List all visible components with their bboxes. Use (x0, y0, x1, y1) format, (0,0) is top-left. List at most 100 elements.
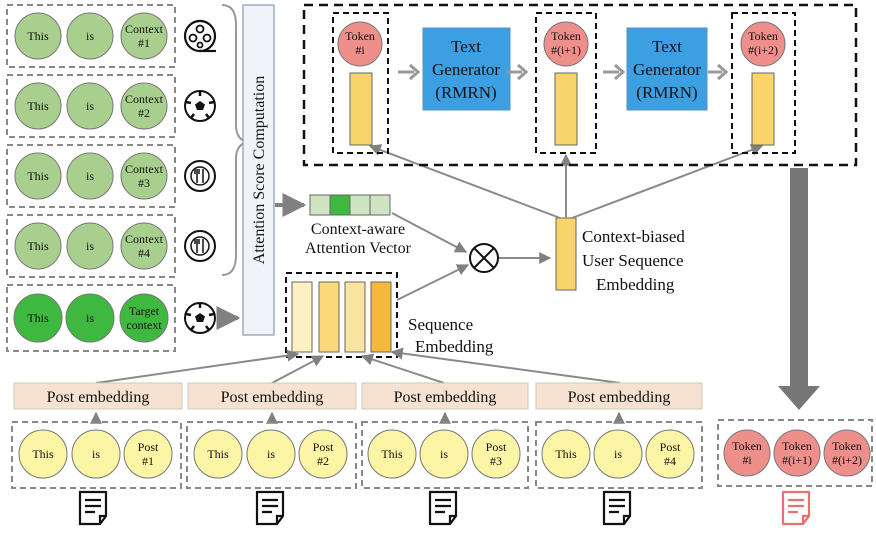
vector-to-operator-arrow (391, 212, 468, 253)
context-word-node (14, 222, 62, 270)
token-label-line1: Token (748, 29, 778, 43)
plate-cutlery-icon (184, 230, 216, 262)
target-word-node (13, 293, 63, 343)
plate-cutlery-icon (184, 160, 216, 192)
generated-document-icon (781, 490, 811, 526)
sequence-embedding-label-line1: Sequence (408, 315, 473, 334)
context-row-1: This is Context #1 (6, 4, 176, 68)
context-label-line2: #4 (138, 246, 150, 260)
context-word-1: This (27, 29, 49, 43)
post-node (471, 429, 521, 479)
output-arrow-shaft (790, 168, 808, 386)
post-embedding-box (535, 382, 703, 410)
output-token-node (823, 429, 871, 477)
sequence-embedding-column (370, 281, 392, 353)
sequence-embedding-column (318, 281, 340, 353)
soccer-ball-icon (184, 90, 216, 122)
post-word-node (193, 429, 243, 479)
soccer-ball-icon (184, 302, 216, 334)
token-slot-frame (731, 12, 796, 154)
post-node (645, 429, 695, 479)
context-biased-label-line1: Context-biased (582, 227, 685, 246)
context-word-node (66, 82, 114, 130)
document-icon (255, 490, 285, 526)
text-generator-block (626, 27, 708, 111)
target-context-row: This is Target context (6, 284, 176, 352)
context-word-node (66, 12, 114, 60)
target-word-node (65, 293, 115, 343)
context-label-line1: Context (125, 162, 164, 176)
post-label-line2: #1 (142, 454, 154, 468)
output-token-line2: #i (742, 453, 752, 467)
context-word-node (14, 152, 62, 200)
post-row-frame (186, 421, 357, 489)
post-word-1: This (381, 447, 403, 461)
context-word-2: is (86, 239, 94, 253)
generator-to-token-arrow (506, 63, 529, 81)
post-label-line1: Post (313, 440, 334, 454)
token-label-line2: #(i+1) (551, 43, 581, 57)
post-3-to-sequence-arrow (360, 353, 445, 384)
document-icon (78, 490, 108, 526)
context-word-1: This (27, 169, 49, 183)
context-label-line2: #1 (138, 36, 150, 50)
post-word-node (419, 429, 469, 479)
target-word-1: This (27, 311, 49, 325)
context-word-1: This (27, 99, 49, 113)
context-node (120, 12, 168, 60)
context-word-2: is (86, 169, 94, 183)
context-biased-embedding (555, 217, 577, 291)
context-label-line1: Context (125, 22, 164, 36)
biased-to-token-1-arrow (368, 144, 561, 219)
token-label-line2: #(i+2) (748, 43, 778, 57)
token-slot-frame (332, 12, 389, 154)
context-label-line2: #3 (138, 176, 150, 190)
attention-vector-cell (329, 194, 351, 216)
attention-vector-cell (309, 194, 331, 216)
film-reel-icon (183, 19, 217, 53)
target-label-line1: Target (129, 304, 160, 318)
attention-score-label: Attention Score Computation (251, 76, 268, 264)
post-embedding-label: Post embedding (568, 389, 671, 406)
output-token-node (773, 429, 821, 477)
token-node (740, 21, 786, 67)
sequence-embedding-frame (285, 272, 398, 358)
attention-vector-label-line2: Attention Vector (305, 240, 412, 257)
post-word-1: This (32, 447, 54, 461)
attention-score-module (242, 4, 275, 336)
post-word-2: is (614, 447, 622, 461)
context-row-frame (6, 144, 176, 208)
post-word-2: is (267, 447, 275, 461)
attention-vector-label-line1: Context-aware (311, 221, 405, 238)
document-icon (602, 490, 632, 526)
post-embedding-label: Post embedding (47, 389, 150, 406)
post-4-to-sequence-arrow (390, 347, 621, 384)
sequence-embedding (291, 281, 392, 353)
context-word-node (66, 222, 114, 270)
context-biased-label-line2: User Sequence (582, 251, 684, 270)
context-node (120, 152, 168, 200)
post-1-to-sequence-arrow (95, 349, 300, 384)
post-2-to-sequence-arrow (271, 355, 325, 384)
context-row-frame (6, 74, 176, 138)
post-embedding-label: Post embedding (394, 389, 497, 406)
context-label-line1: Context (125, 232, 164, 246)
context-word-node (66, 152, 114, 200)
context-node (120, 222, 168, 270)
context-row-4: This is Context #4 (6, 214, 176, 278)
sequence-to-operator-arrow (396, 264, 470, 301)
token-label-line1: Token (345, 29, 375, 43)
text-generator-label-line1: Text (451, 37, 481, 56)
attention-vector (309, 194, 391, 216)
attention-vector-cell (349, 194, 371, 216)
output-token-line1: Token (732, 439, 762, 453)
text-generator-label-line2: Generator (633, 60, 701, 79)
post-word-2: is (440, 447, 448, 461)
post-node (298, 429, 348, 479)
token-label-line1: Token (551, 29, 581, 43)
token-to-generator-arrow (603, 63, 626, 81)
context-word-1: This (27, 239, 49, 253)
output-token-line2: #(i+2) (832, 453, 862, 467)
post-word-node (593, 429, 643, 479)
